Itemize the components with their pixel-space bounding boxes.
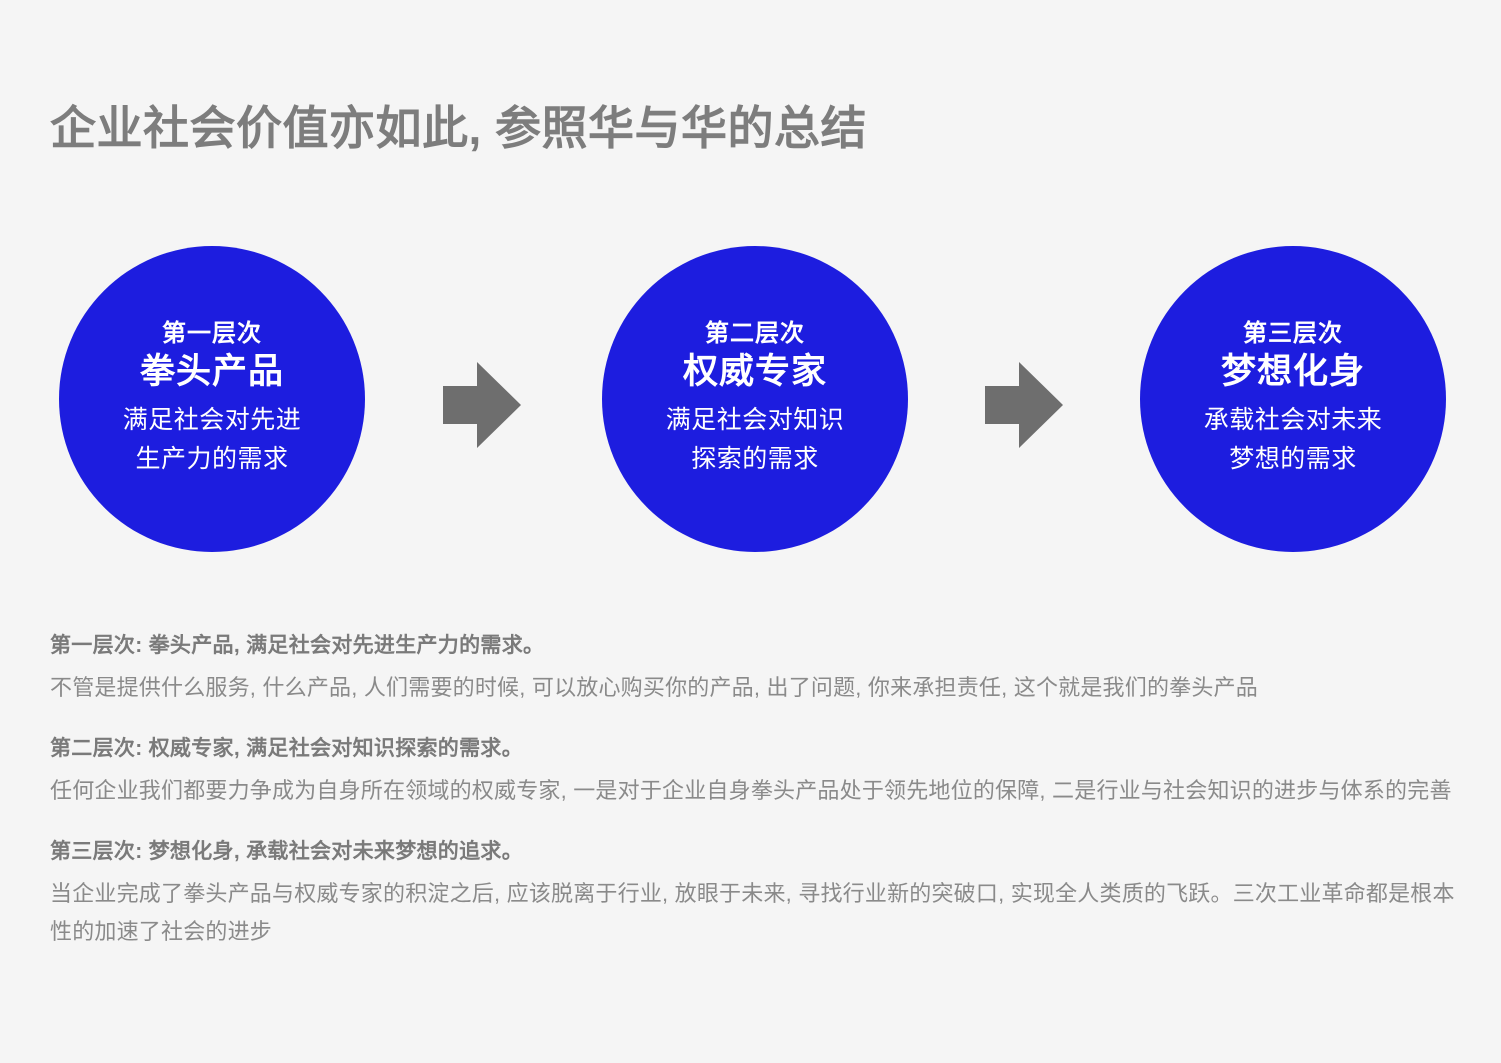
three-level-process-diagram: 第一层次 拳头产品 满足社会对先进 生产力的需求 第二层次 权威专家 满足社会对…	[0, 246, 1501, 556]
section-level-2-heading: 第二层次: 权威专家, 满足社会对知识探索的需求。	[50, 737, 523, 760]
level-circle-2-headline: 权威专家	[682, 352, 827, 392]
level-circle-1-desc-line2: 生产力的需求	[135, 445, 289, 473]
level-circle-3-desc-line2: 梦想的需求	[1229, 445, 1357, 473]
section-level-1-heading: 第一层次: 拳头产品, 满足社会对先进生产力的需求。	[50, 634, 545, 657]
level-circle-2-desc-line1: 满足社会对知识	[665, 406, 845, 435]
section-level-1-body: 不管是提供什么服务, 什么产品, 人们需要的时候, 可以放心购买你的产品, 出了…	[50, 674, 1258, 700]
section-level-2-body: 任何企业我们都要力争成为自身所在领域的权威专家, 一是对于企业自身拳头产品处于领…	[50, 777, 1452, 803]
level-circle-1-level: 第一层次	[162, 320, 262, 348]
level-circle-1-desc-line1: 满足社会对先进	[122, 406, 302, 435]
explanation-body: 第一层次: 拳头产品, 满足社会对先进生产力的需求。 不管是提供什么服务, 什么…	[50, 630, 1470, 952]
section-level-1: 第一层次: 拳头产品, 满足社会对先进生产力的需求。 不管是提供什么服务, 什么…	[50, 630, 1470, 707]
section-level-3-heading: 第三层次: 梦想化身, 承载社会对未来梦想的追求。	[50, 840, 523, 863]
page-title: 企业社会价值亦如此, 参照华与华的总结	[50, 102, 868, 154]
level-circle-3-headline: 梦想化身	[1220, 352, 1365, 392]
section-level-2: 第二层次: 权威专家, 满足社会对知识探索的需求。 任何企业我们都要力争成为自身…	[50, 733, 1470, 810]
level-circle-2-level: 第二层次	[705, 320, 805, 348]
level-circle-3-level: 第三层次	[1243, 320, 1343, 348]
level-circle-2-desc: 满足社会对知识 探索的需求	[666, 401, 845, 479]
level-circle-1-headline: 拳头产品	[139, 352, 284, 392]
level-circle-2-desc-line2: 探索的需求	[691, 445, 819, 473]
level-circle-2: 第二层次 权威专家 满足社会对知识 探索的需求	[602, 246, 908, 552]
level-circle-3-desc: 承载社会对未来 梦想的需求	[1204, 401, 1383, 479]
arrow-right-icon-1	[443, 362, 521, 448]
level-circle-3-desc-line1: 承载社会对未来	[1203, 406, 1383, 435]
arrow-right-icon-2	[985, 362, 1063, 448]
section-level-3-body: 当企业完成了拳头产品与权威专家的积淀之后, 应该脱离于行业, 放眼于未来, 寻找…	[50, 880, 1455, 945]
level-circle-1: 第一层次 拳头产品 满足社会对先进 生产力的需求	[59, 246, 365, 552]
level-circle-3: 第三层次 梦想化身 承载社会对未来 梦想的需求	[1140, 246, 1446, 552]
level-circle-1-desc: 满足社会对先进 生产力的需求	[123, 401, 302, 479]
section-level-3: 第三层次: 梦想化身, 承载社会对未来梦想的追求。 当企业完成了拳头产品与权威专…	[50, 836, 1470, 952]
